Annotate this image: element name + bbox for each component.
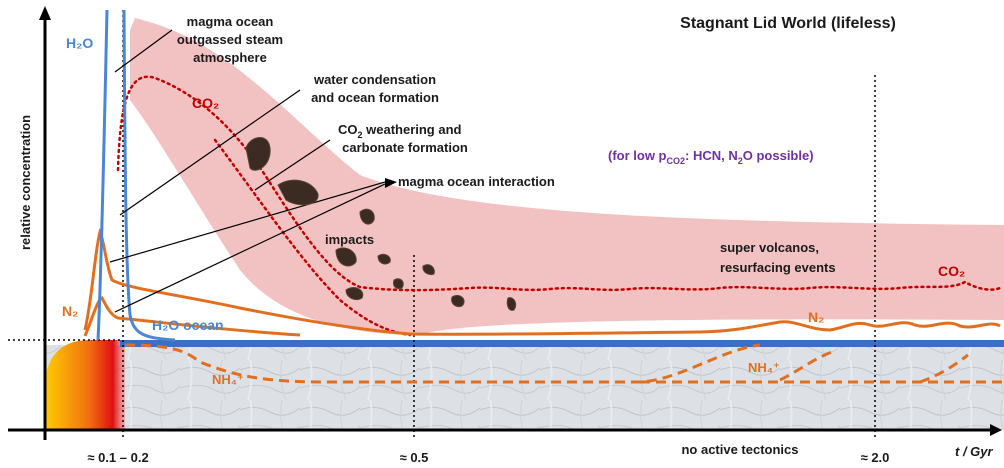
label-h2o-ocean: H₂O ocean: [152, 317, 224, 333]
label-co2-right: CO₂: [938, 263, 965, 279]
condensation-line-2: and ocean formation: [311, 90, 439, 105]
nh4-curve-2: [779, 350, 833, 382]
steam-line-2: outgassed steam: [177, 32, 283, 47]
label-n2-left: N₂: [62, 303, 78, 319]
rock-5: [377, 253, 391, 265]
y-axis-arrow: [39, 6, 51, 20]
impact-rocks: [245, 137, 517, 311]
annotation-impacts: impacts: [325, 232, 374, 247]
label-n2-right: N₂: [808, 309, 824, 325]
label-nh4-right: NH₄⁺: [748, 360, 780, 375]
x-axis-unit: t / Gyr: [955, 444, 994, 459]
rock-9: [451, 294, 465, 307]
n2-curve-secondary: [83, 296, 301, 337]
interaction-arrow-tip: [385, 178, 397, 188]
rock-7: [345, 287, 364, 301]
rock-3: [359, 208, 375, 225]
annotation-water-condensation: water condensation and ocean formation: [311, 72, 439, 105]
x-tick-2.0: ≈ 2.0: [861, 450, 890, 465]
weathering-line-2: carbonate formation: [342, 140, 468, 155]
volcano-line-2: resurfacing events: [720, 260, 836, 275]
leader-condensation: [119, 89, 301, 216]
h2o-ocean-line: [120, 340, 1004, 347]
rock-2: [277, 179, 319, 206]
magma-ocean-blob: [45, 340, 125, 430]
crust-layer: [45, 345, 1004, 430]
condensation-line-1: water condensation: [313, 72, 436, 87]
annotation-low-pco2: (for low pCO2: HCN, N2O possible): [608, 148, 814, 166]
leader-interaction-1: [109, 181, 386, 263]
leader-interaction-2: [114, 183, 386, 313]
h2o-curve: [96, 9, 176, 342]
nh4-curve-3: [919, 353, 969, 384]
x-tick-0.1-0.2: ≈ 0.1 – 0.2: [87, 450, 148, 465]
rock-8: [393, 278, 404, 289]
y-axis-label: relative concentration: [18, 115, 33, 250]
steam-line-3: atmosphere: [193, 50, 267, 65]
label-nh4-left: NH₄⁺: [212, 372, 244, 387]
label-co2-upper: CO₂: [192, 95, 219, 111]
label-h2o: H₂O: [66, 35, 93, 51]
rock-6: [422, 264, 435, 275]
leader-steam: [114, 29, 173, 73]
rock-1: [245, 137, 271, 171]
rock-10: [506, 297, 517, 311]
weathering-line-1: CO2 weathering and: [338, 122, 462, 140]
volcano-line-1: super volcanos,: [720, 240, 819, 255]
annotation-co2-weathering: CO2 weathering and carbonate formation: [338, 122, 468, 155]
nh4-curve: [124, 343, 761, 384]
x-axis-arrow: [990, 424, 1002, 436]
co2-curve: [116, 75, 1002, 292]
n2-curve-main: [83, 227, 1001, 336]
steam-line-1: magma ocean: [187, 14, 274, 29]
annotation-magma-interaction: magma ocean interaction: [398, 174, 555, 189]
leader-weathering: [254, 139, 331, 191]
annotation-super-volcanos: super volcanos, resurfacing events: [720, 240, 836, 275]
co2-curve-inner: [213, 138, 412, 337]
x-tick-0.5: ≈ 0.5: [400, 450, 429, 465]
annotation-steam-atmosphere: magma ocean outgassed steam atmosphere: [177, 14, 283, 65]
diagram-title: Stagnant Lid World (lifeless): [680, 15, 896, 32]
tectonics-note: no active tectonics: [681, 442, 798, 457]
rock-4: [335, 247, 357, 267]
